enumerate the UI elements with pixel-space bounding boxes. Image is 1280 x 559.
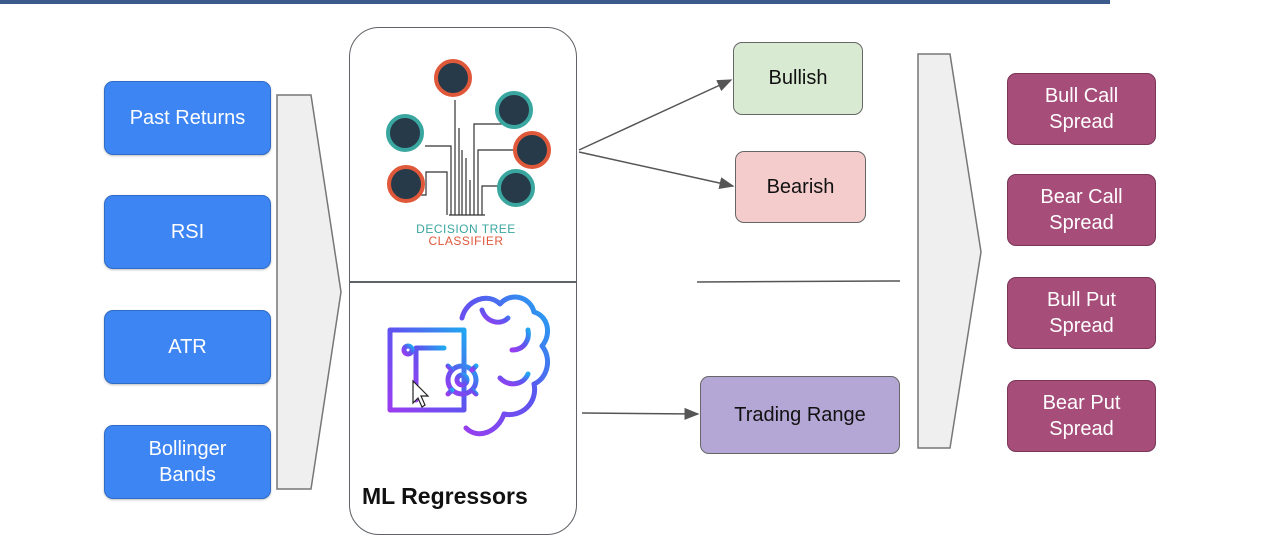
mouse-cursor-icon: [412, 379, 430, 408]
input-atr: ATR: [104, 310, 271, 384]
input-chevron-arrow: [276, 94, 342, 490]
model-panel-divider: [350, 281, 577, 283]
arrow-to-trading-range: [581, 407, 700, 420]
outcome-trading-range: Trading Range: [700, 376, 900, 454]
decision-tree-caption-line2: CLASSIFIER: [428, 234, 504, 248]
decision-tree-icon: [386, 59, 551, 216]
strategy-bear-call-spread: Bear Call Spread: [1007, 174, 1156, 246]
ai-brain-chip-icon: [375, 294, 551, 448]
strategy-bull-call-spread: Bull Call Spread: [1007, 73, 1156, 145]
ml-regressors-label: ML Regressors: [362, 483, 528, 509]
outcome-separator-line: [696, 280, 901, 283]
outcome-bullish: Bullish: [733, 42, 863, 115]
strategy-chevron-arrow: [917, 53, 982, 449]
top-accent-bar: [0, 0, 1110, 4]
decision-tree-caption-line1: DECISION TREE: [416, 222, 516, 236]
arrow-to-bearish: [578, 151, 735, 189]
strategy-bear-put-spread: Bear Put Spread: [1007, 380, 1156, 452]
input-bollinger-bands: Bollinger Bands: [104, 425, 271, 499]
arrow-to-bullish: [578, 79, 733, 151]
outcome-bearish: Bearish: [735, 151, 866, 223]
input-rsi: RSI: [104, 195, 271, 269]
input-past-returns: Past Returns: [104, 81, 271, 155]
strategy-bull-put-spread: Bull Put Spread: [1007, 277, 1156, 349]
